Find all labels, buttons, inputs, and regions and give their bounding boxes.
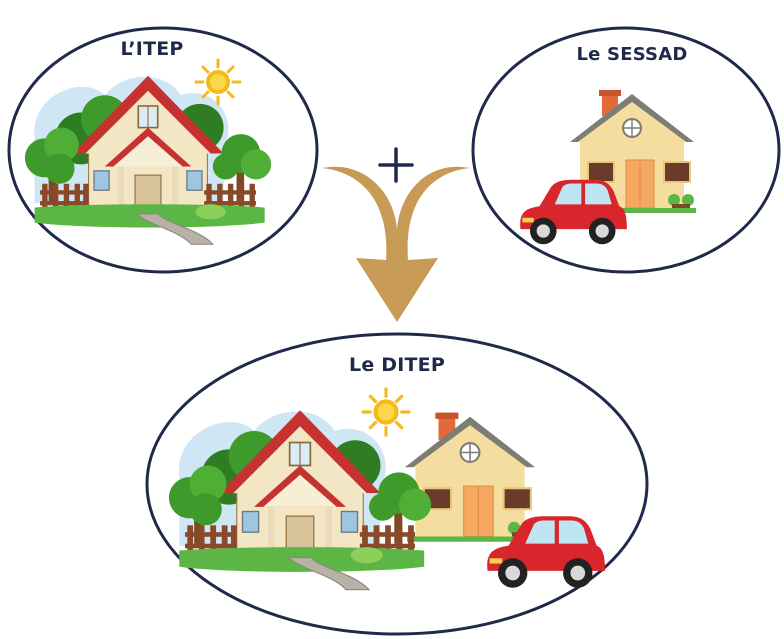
sessad-title: Le SESSAD [576, 44, 688, 65]
merge-arrow-icon [322, 166, 470, 322]
plus-icon [378, 147, 414, 183]
itep-sun-icon [194, 58, 242, 106]
ditep-sun-icon [361, 387, 411, 437]
ditep-group [145, 332, 649, 636]
itep-title: L’ITEP [120, 38, 184, 60]
sessad-group [471, 26, 781, 274]
itep-group [7, 26, 319, 274]
ditep-title: Le DITEP [349, 354, 445, 376]
